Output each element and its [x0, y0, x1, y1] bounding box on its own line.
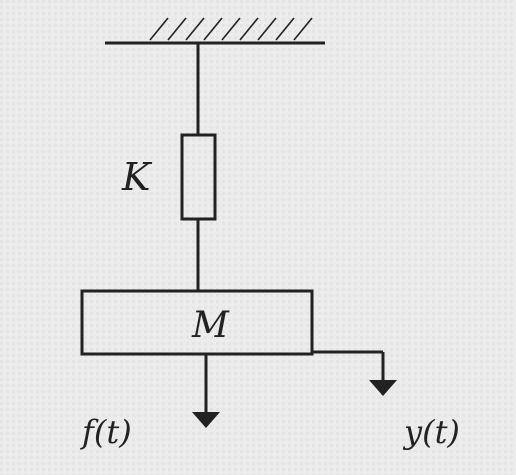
mass-block: [80, 289, 314, 356]
mass-label: M: [191, 305, 230, 346]
ceiling-hatching: [149, 17, 313, 41]
spring-label: K: [121, 155, 153, 199]
force-arrow: [192, 354, 220, 428]
force-label: f(t): [80, 413, 132, 451]
displacement-label: y(t): [402, 413, 460, 451]
displacement-arrow: [312, 350, 397, 396]
ceiling-support: [105, 17, 325, 45]
